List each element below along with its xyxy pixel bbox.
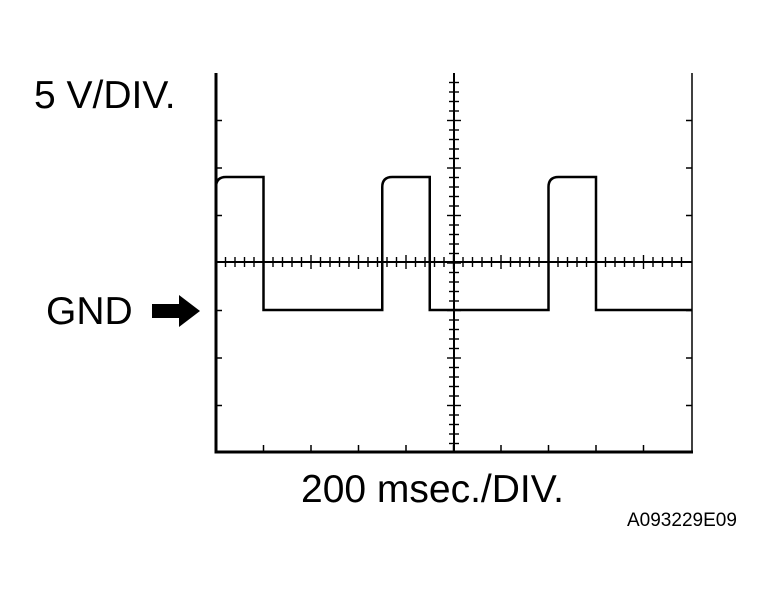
ground-label: GND	[46, 290, 133, 333]
time-scale-label: 200 msec./DIV.	[301, 468, 565, 511]
arrow-right-icon	[152, 295, 200, 327]
figure-id: A093229E09	[627, 510, 737, 531]
waveform-trace	[214, 175, 692, 312]
center-axes	[216, 73, 692, 452]
voltage-scale-label: 5 V/DIV.	[34, 74, 176, 117]
